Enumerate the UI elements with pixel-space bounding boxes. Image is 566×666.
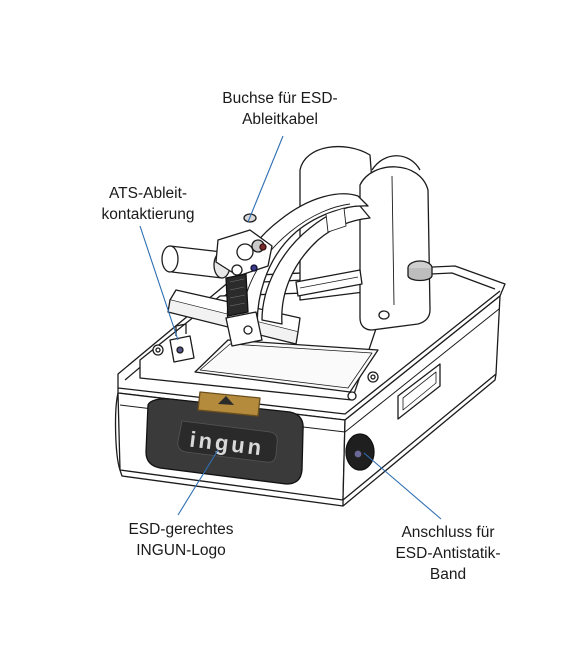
callout-band-line2: ESD-Antistatik-: [395, 545, 501, 562]
callout-ats-line1: ATS-Ableit-: [108, 185, 188, 202]
ats-contact: [169, 323, 195, 363]
callout-line-ats: [139, 225, 179, 341]
callout-ats-line2: kontaktierung: [101, 206, 195, 223]
callout-logo: ESD-gerechtes INGUN-Logo: [96, 519, 266, 561]
knob: [407, 260, 433, 282]
callout-line-buchse: [247, 135, 284, 223]
callout-buchse: Buchse für ESD- Ableitkabel: [205, 88, 355, 130]
callout-logo-line1: ESD-gerechtes: [128, 521, 234, 538]
callout-band: Anschluss für ESD-Antistatik- Band: [373, 522, 523, 585]
callout-logo-line2: INGUN-Logo: [136, 542, 226, 559]
callout-line-logo: [177, 449, 219, 516]
callout-line-band: [363, 452, 442, 520]
lever-foot: [225, 311, 263, 347]
callout-buchse-line2: Ableitkabel: [242, 111, 318, 128]
side-slot: [397, 363, 441, 420]
callout-buchse-line1: Buchse für ESD-: [222, 90, 338, 107]
callout-ats: ATS-Ableit- kontaktierung: [78, 183, 218, 225]
esd-warning-label: [197, 391, 261, 417]
rail: [295, 269, 363, 297]
antistatic-band-socket: [345, 433, 375, 471]
callout-band-line3: Band: [429, 566, 467, 583]
callout-band-line1: Anschluss für: [401, 524, 495, 541]
contact-plate: [225, 273, 249, 317]
front-grip-panel: [145, 398, 304, 485]
